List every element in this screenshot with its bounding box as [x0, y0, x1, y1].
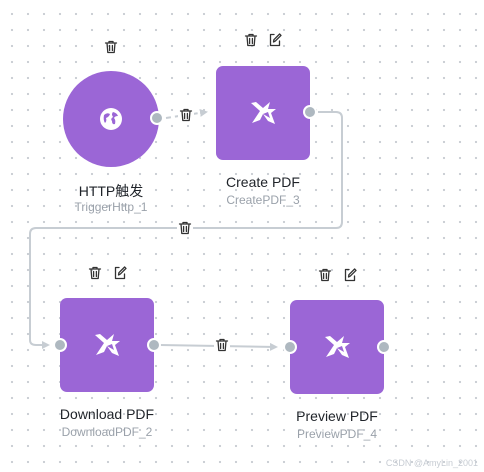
- input-port[interactable]: [283, 340, 297, 354]
- node-subtitle: CreatePDF_3: [226, 193, 300, 207]
- node-delete-trash-icon[interactable]: [243, 32, 259, 48]
- node-subtitle: TriggerHttp_1: [74, 200, 148, 214]
- node-subtitle: DownloadPDF_2: [61, 425, 153, 439]
- output-port[interactable]: [150, 111, 164, 125]
- node-title: Download PDF: [59, 406, 155, 422]
- globe-icon: [100, 108, 122, 130]
- node-http-trigger[interactable]: [63, 71, 159, 167]
- node-edit-icon[interactable]: [267, 32, 283, 48]
- output-port[interactable]: [303, 105, 317, 119]
- input-port[interactable]: [53, 338, 67, 352]
- node-title: Preview PDF: [296, 408, 378, 424]
- node-preview-pdf[interactable]: [290, 300, 384, 394]
- output-port[interactable]: [377, 340, 391, 354]
- node-edit-icon[interactable]: [342, 267, 358, 283]
- node-download-pdf[interactable]: [60, 298, 154, 392]
- node-delete-trash-icon[interactable]: [87, 265, 103, 281]
- bird-logo-icon: [251, 102, 276, 124]
- node-title: Create PDF: [226, 174, 300, 190]
- edge-delete-trash-icon[interactable]: [178, 107, 194, 123]
- edge-delete-trash-icon[interactable]: [177, 220, 193, 236]
- bird-logo-icon: [325, 336, 350, 358]
- node-subtitle: PreviewPDF_4: [296, 427, 378, 441]
- node-create-pdf[interactable]: [216, 66, 310, 160]
- node-delete-trash-icon[interactable]: [317, 267, 333, 283]
- node-delete-trash-icon[interactable]: [103, 39, 119, 55]
- watermark: CSDN @AmyLin_2001: [385, 458, 478, 468]
- node-edit-icon[interactable]: [112, 265, 128, 281]
- node-title: HTTP触发: [78, 183, 144, 199]
- output-port[interactable]: [147, 338, 161, 352]
- edge-delete-trash-icon[interactable]: [214, 337, 230, 353]
- bird-logo-icon: [95, 334, 120, 356]
